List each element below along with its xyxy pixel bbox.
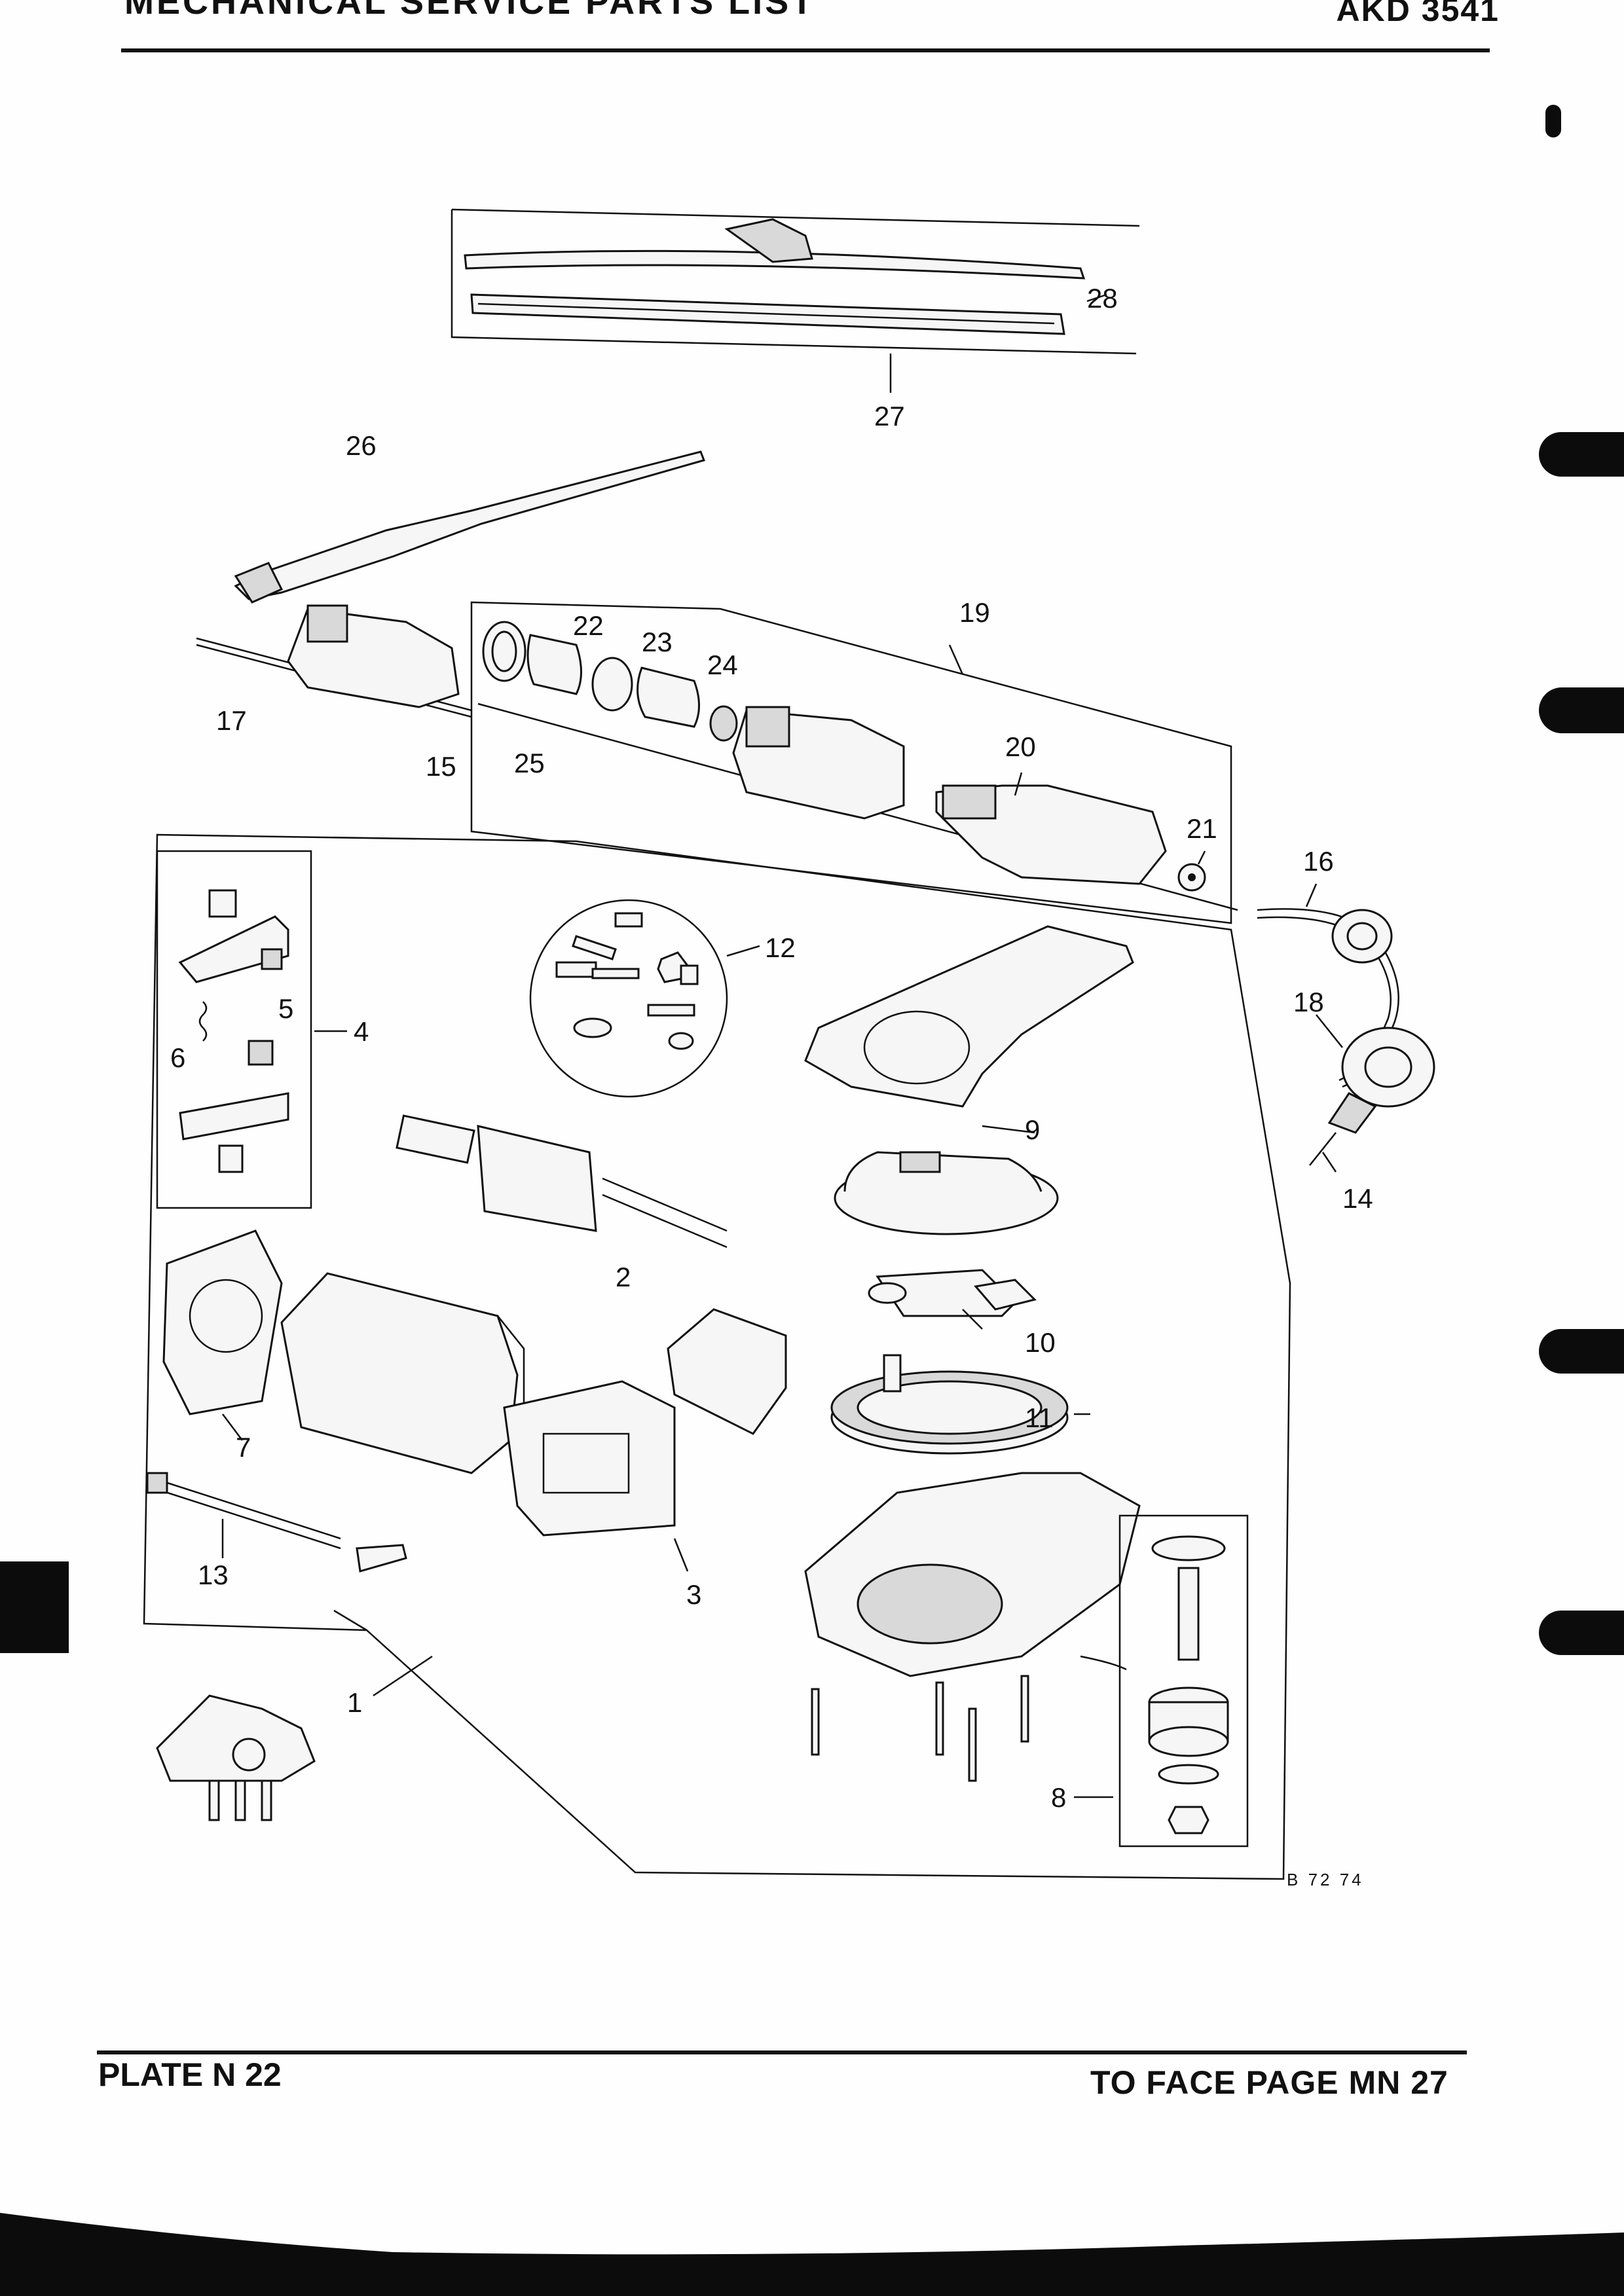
callout-8: 8: [1051, 1782, 1066, 1813]
callout-12: 12: [765, 932, 796, 963]
binder-tab-4: [1539, 1329, 1624, 1374]
bush-set-icon: [477, 621, 1238, 911]
binder-tab-2: [1539, 432, 1624, 477]
callout-16: 16: [1303, 846, 1334, 877]
index-tab-left: [0, 1561, 69, 1653]
callout-1: 1: [347, 1687, 362, 1718]
callout-2: 2: [616, 1262, 631, 1292]
wiper-blade-icon: [451, 208, 1140, 355]
screw-kit-icon: [529, 899, 760, 1098]
callout-19: 19: [959, 597, 990, 628]
callout-21: 21: [1187, 813, 1217, 844]
callout-20: 20: [1005, 731, 1036, 762]
connector-icon: [156, 1694, 316, 1821]
callout-26: 26: [346, 430, 377, 461]
callout-6: 6: [170, 1042, 185, 1073]
callout-9: 9: [1025, 1114, 1040, 1145]
callout-24: 24: [707, 649, 738, 680]
callout-25: 25: [514, 748, 545, 778]
callout-10: 10: [1025, 1327, 1056, 1358]
callout-17: 17: [216, 705, 247, 736]
callout-3: 3: [686, 1579, 701, 1610]
footer-rule: [97, 2050, 1467, 2054]
mounting-kit-icon: [1148, 1535, 1229, 1834]
diagram-reference: B 72 74: [1287, 1870, 1364, 1889]
callout-14: 14: [1342, 1183, 1373, 1214]
callout-5: 5: [278, 993, 293, 1024]
wiper-arm-icon: [234, 450, 705, 604]
callout-27: 27: [874, 401, 905, 431]
callout-4: 4: [354, 1016, 369, 1047]
header-title: MECHANICAL SERVICE PARTS LIST: [124, 0, 816, 22]
callout-15: 15: [426, 751, 456, 782]
plate-number: PLATE N 22: [98, 2056, 282, 2093]
header-code: AKD 3541: [1336, 0, 1500, 28]
binder-tab-3: [1539, 687, 1624, 733]
binder-tab-1: [1545, 105, 1561, 137]
callout-28: 28: [1087, 283, 1118, 314]
callout-11: 11: [1025, 1402, 1054, 1433]
brush-gear-icon: [178, 889, 347, 1173]
gear-icon: [830, 1354, 1069, 1455]
wheelbox-left-icon: [196, 604, 472, 718]
scan-edge-shadow: [0, 2213, 1624, 2296]
callout-22: 22: [573, 610, 604, 641]
cable-tube-icon: [1257, 908, 1435, 1166]
callout-23: 23: [642, 627, 673, 657]
callout-18: 18: [1293, 987, 1324, 1017]
header-rule: [121, 48, 1490, 52]
motor-armature-icon: [396, 1114, 728, 1248]
callout-13: 13: [198, 1559, 229, 1590]
callout-7: 7: [236, 1432, 251, 1463]
binder-tab-5: [1539, 1611, 1624, 1655]
facing-page: TO FACE PAGE MN 27: [1090, 2064, 1449, 2101]
